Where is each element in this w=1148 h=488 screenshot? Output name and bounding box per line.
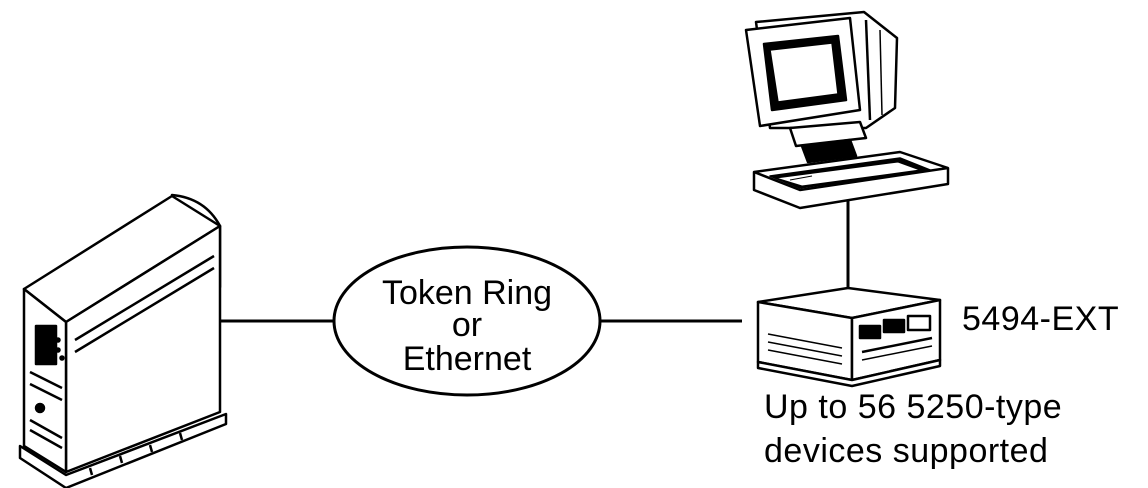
network-label-line2: or bbox=[452, 306, 482, 344]
network-ellipse: Token Ring or Ethernet bbox=[332, 245, 602, 397]
tower-server-icon bbox=[18, 193, 228, 488]
network-label-line1: Token Ring bbox=[382, 274, 552, 312]
caption-line2: devices supported bbox=[764, 432, 1048, 470]
caption-line1: Up to 56 5250-type bbox=[764, 388, 1062, 426]
controller-model-label: 5494-EXT bbox=[962, 300, 1119, 338]
remote-controller-icon bbox=[756, 286, 942, 388]
terminal-workstation-icon bbox=[744, 10, 950, 210]
network-label-line3: Ethernet bbox=[403, 340, 532, 378]
